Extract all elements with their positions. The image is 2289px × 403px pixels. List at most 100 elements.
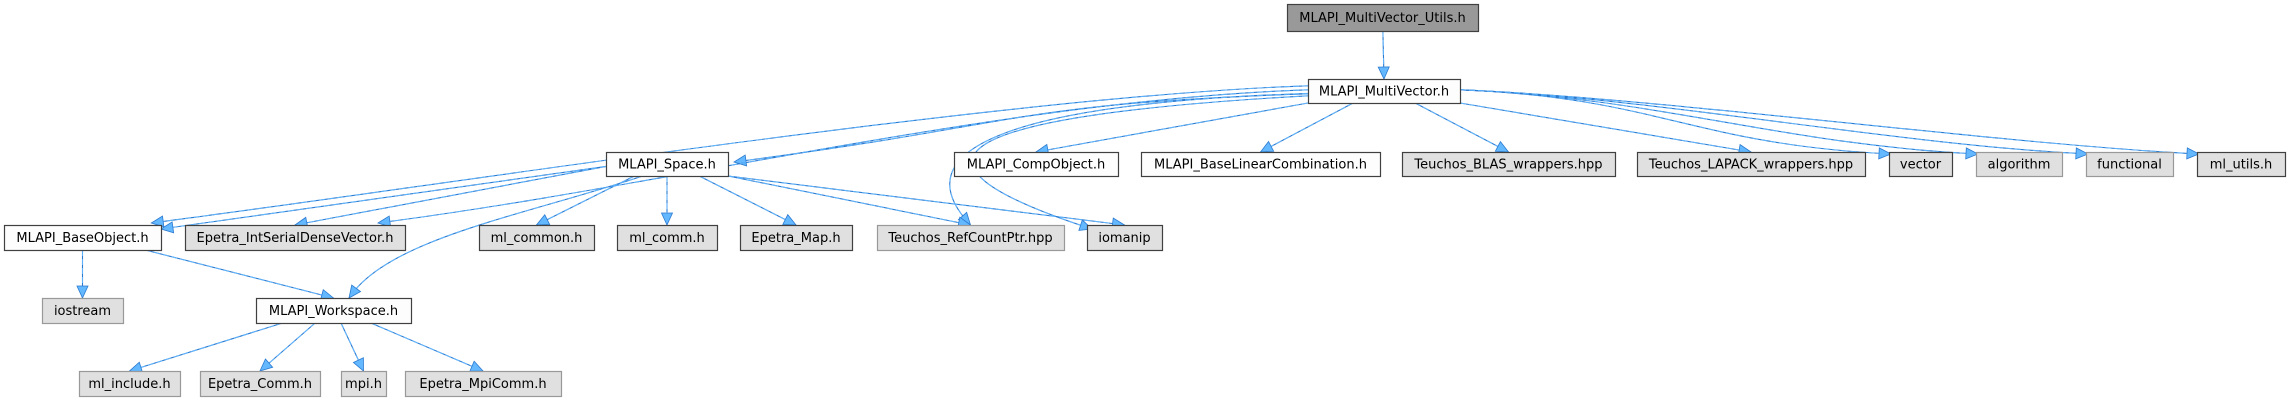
edge-multivector-to-baseobject — [150, 85, 1309, 228]
edge-baseobject-to-iostream — [76, 250, 89, 299]
edge-line-highlight — [151, 85, 1309, 224]
edge-line-highlight — [727, 175, 971, 226]
node-iomanip[interactable]: iomanip — [1086, 224, 1164, 252]
edge-multivector-to-baselinear — [1259, 102, 1354, 153]
arrowhead-icon — [1878, 147, 1892, 160]
node-label: ml_comm.h — [629, 231, 705, 246]
arrowhead-icon — [782, 213, 797, 226]
edge-workspace-to-mpicomm — [370, 322, 484, 372]
node-label: MLAPI_BaseObject.h — [16, 231, 148, 246]
edge-multivector-to-mlutils — [1459, 89, 2200, 160]
edge-line — [1459, 89, 1979, 155]
node-algorithm[interactable]: algorithm — [1975, 151, 2064, 178]
arrowhead-icon — [2075, 147, 2089, 160]
edge-line-highlight — [160, 165, 607, 230]
node-teuchos-lapack-wrappers[interactable]: Teuchos_LAPACK_wrappers.hpp — [1636, 151, 1867, 178]
node-label: MLAPI_Space.h — [618, 158, 716, 173]
node-label: Teuchos_BLAS_wrappers.hpp — [1413, 158, 1602, 173]
node-functional[interactable]: functional — [2085, 151, 2175, 178]
node-epetra-map[interactable]: Epetra_Map.h — [739, 224, 854, 252]
node-label: ml_utils.h — [2210, 158, 2272, 173]
edge-baseobject-to-workspace — [145, 249, 335, 301]
node-label: iomanip — [1098, 231, 1150, 246]
node-mlapi-workspace[interactable]: MLAPI_Workspace.h — [255, 297, 413, 325]
node-label: functional — [2097, 158, 2162, 173]
node-epetra-mpicomm[interactable]: Epetra_MpiComm.h — [404, 370, 563, 398]
edge-line-highlight — [699, 175, 797, 226]
node-ml-utils[interactable]: ml_utils.h — [2196, 151, 2287, 178]
edge-line-highlight — [145, 249, 334, 299]
node-mlapi-baselinearcombination[interactable]: MLAPI_BaseLinearCombination.h — [1140, 151, 1382, 178]
edge-multivector-to-refcount — [949, 92, 1309, 226]
node-label: MLAPI_CompObject.h — [967, 158, 1105, 173]
edge-line-highlight — [1035, 102, 1309, 153]
edge-line — [1260, 102, 1354, 153]
arrowhead-icon — [160, 221, 175, 234]
arrowhead-icon — [535, 213, 551, 226]
node-teuchos-blas-wrappers[interactable]: Teuchos_BLAS_wrappers.hpp — [1401, 151, 1617, 178]
node-label: ml_common.h — [491, 231, 583, 246]
edge-line — [1459, 89, 2089, 155]
node-mlapi-multivector[interactable]: MLAPI_MultiVector.h — [1307, 78, 1462, 105]
node-label: Epetra_MpiComm.h — [419, 377, 546, 392]
arrowhead-icon — [1259, 140, 1275, 153]
node-label: Teuchos_LAPACK_wrappers.hpp — [1648, 158, 1853, 173]
arrowhead-icon — [76, 285, 89, 299]
nodes-layer: MLAPI_MultiVector_Utils.h MLAPI_MultiVec… — [3, 3, 2287, 398]
node-mlapi-baseobject[interactable]: MLAPI_BaseObject.h — [3, 224, 163, 252]
node-ml-comm[interactable]: ml_comm.h — [616, 224, 719, 252]
node-label: ml_include.h — [88, 377, 170, 392]
node-label: algorithm — [1988, 158, 2051, 173]
edge-line-highlight — [1459, 89, 1979, 155]
edge-multivector-to-vector — [1459, 89, 1892, 160]
edge-multivector-to-blas — [1414, 102, 1510, 153]
edge-line — [151, 85, 1309, 224]
arrowhead-icon — [348, 284, 362, 299]
edge-line-highlight — [727, 175, 1125, 226]
node-label: Teuchos_RefCountPtr.hpp — [887, 231, 1052, 246]
node-label: Epetra_Comm.h — [208, 377, 312, 392]
edge-space-to-mlcomm — [660, 176, 674, 226]
edge-workspace-to-mlinclude — [128, 322, 283, 374]
edge-line-highlight — [1459, 89, 2089, 155]
edge-line — [129, 322, 283, 372]
node-epetra-comm[interactable]: Epetra_Comm.h — [199, 370, 322, 398]
edge-line — [1459, 89, 1892, 155]
node-label: MLAPI_Workspace.h — [269, 304, 398, 319]
arrowhead-icon — [352, 357, 364, 372]
edge-line-highlight — [348, 175, 643, 299]
edge-line-highlight — [377, 89, 1309, 224]
edge-workspace-to-mpi — [340, 322, 364, 372]
edges-layer — [76, 30, 2200, 374]
arrowhead-icon — [1965, 147, 1979, 160]
arrowhead-icon — [1494, 140, 1510, 153]
node-label: mpi.h — [345, 377, 382, 392]
node-mlapi-compobject[interactable]: MLAPI_CompObject.h — [953, 151, 1120, 178]
node-mpi[interactable]: mpi.h — [340, 370, 388, 398]
edge-multivector-to-functional — [1459, 89, 2089, 160]
node-epetra-intserialdensevector[interactable]: Epetra_IntSerialDenseVector.h — [184, 224, 407, 252]
node-label: MLAPI_BaseLinearCombination.h — [1154, 158, 1367, 173]
node-label: MLAPI_MultiVector.h — [1319, 85, 1449, 100]
node-mlapi-space[interactable]: MLAPI_Space.h — [605, 151, 730, 178]
edge-multivector-to-algorithm — [1459, 89, 1979, 160]
node-mlapi-multivector-utils[interactable]: MLAPI_MultiVector_Utils.h — [1286, 3, 1480, 33]
edge-line-highlight — [949, 92, 1309, 226]
node-label: Epetra_IntSerialDenseVector.h — [197, 231, 394, 246]
node-label: vector — [1900, 158, 1942, 173]
edge-line-highlight — [294, 165, 607, 226]
node-ml-common[interactable]: ml_common.h — [478, 224, 596, 252]
edge-space-to-epetramap — [699, 175, 797, 226]
node-iostream[interactable]: iostream — [41, 297, 125, 325]
edge-line-highlight — [370, 322, 484, 372]
arrowhead-icon — [660, 212, 674, 226]
node-teuchos-refcountptr[interactable]: Teuchos_RefCountPtr.hpp — [876, 224, 1066, 252]
edge-line-highlight — [259, 322, 316, 372]
arrowhead-icon — [469, 360, 484, 372]
arrowhead-icon — [2186, 147, 2200, 160]
node-vector[interactable]: vector — [1888, 151, 1954, 178]
edge-line — [1414, 102, 1509, 153]
node-ml-include[interactable]: ml_include.h — [78, 370, 182, 398]
arrowhead-icon — [1377, 66, 1390, 80]
